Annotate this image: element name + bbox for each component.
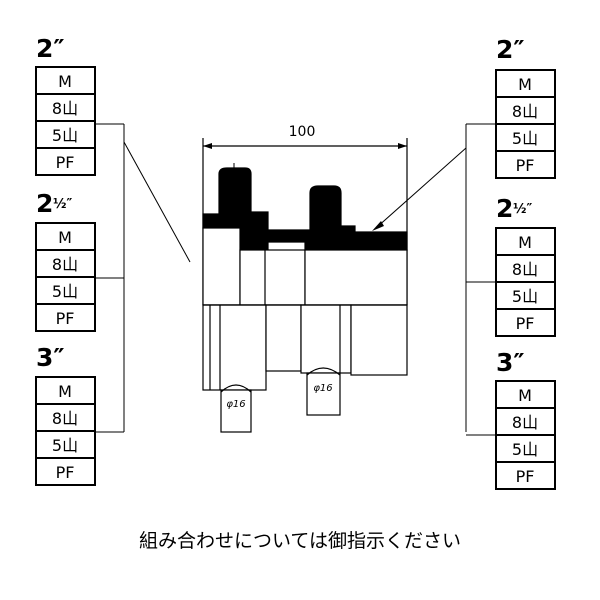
pipe-fitting <box>202 138 408 433</box>
left-size-label-2-half-fraction: ½″ <box>53 197 72 212</box>
right-size-label-2-half-fraction: ½″ <box>513 202 532 217</box>
left-size-label-2in: 2″ <box>36 34 65 63</box>
svg-text:PF: PF <box>56 463 75 482</box>
svg-text:5山: 5山 <box>512 129 538 148</box>
svg-text:5山: 5山 <box>52 282 78 301</box>
svg-text:8山: 8山 <box>512 413 538 432</box>
right-option-box-8yama[interactable]: 8山 <box>495 407 556 436</box>
left-option-box-pf[interactable]: PF <box>35 303 96 332</box>
svg-text:PF: PF <box>516 314 535 333</box>
right-bracket <box>375 123 496 436</box>
right-size-label-3in: 3″ <box>496 348 525 377</box>
right-option-box-pf[interactable]: PF <box>495 461 556 490</box>
right-option-box-8yama[interactable]: 8山 <box>495 96 556 125</box>
svg-text:8山: 8山 <box>52 409 78 428</box>
right-option-box-m[interactable]: M <box>495 380 556 409</box>
left-option-box-5yama[interactable]: 5山 <box>35 276 96 305</box>
right-option-box-8yama[interactable]: 8山 <box>495 254 556 283</box>
svg-text:M: M <box>58 72 72 91</box>
diameter-left-label: φ16 <box>226 399 245 410</box>
left-option-box-8yama[interactable]: 8山 <box>35 93 96 122</box>
right-size-label-2-half-whole: 2 <box>496 194 513 223</box>
svg-text:PF: PF <box>56 153 75 172</box>
right-option-box-pf[interactable]: PF <box>495 150 556 179</box>
svg-text:M: M <box>518 233 532 252</box>
left-bracket <box>95 123 191 433</box>
svg-text:8山: 8山 <box>512 102 538 121</box>
left-option-box-m[interactable]: M <box>35 66 96 95</box>
right-option-box-m[interactable]: M <box>495 227 556 256</box>
svg-text:M: M <box>518 75 532 94</box>
svg-text:8山: 8山 <box>52 255 78 274</box>
svg-text:M: M <box>58 382 72 401</box>
svg-text:M: M <box>518 386 532 405</box>
right-size-label-2in: 2″ <box>496 35 525 64</box>
left-option-box-5yama[interactable]: 5山 <box>35 120 96 149</box>
left-size-label-2-half-whole: 2 <box>36 189 53 218</box>
svg-text:PF: PF <box>516 467 535 486</box>
svg-text:5山: 5山 <box>512 440 538 459</box>
left-size-label-3in: 3″ <box>36 343 65 372</box>
left-option-box-8yama[interactable]: 8山 <box>35 403 96 432</box>
svg-text:PF: PF <box>56 309 75 328</box>
right-option-box-m[interactable]: M <box>495 69 556 98</box>
svg-text:5山: 5山 <box>52 436 78 455</box>
left-option-box-pf[interactable]: PF <box>35 457 96 486</box>
svg-text:M: M <box>58 228 72 247</box>
svg-text:PF: PF <box>516 156 535 175</box>
svg-text:8山: 8山 <box>512 260 538 279</box>
diameter-right-label: φ16 <box>313 383 332 394</box>
left-option-box-m[interactable]: M <box>35 222 96 251</box>
dimension-width-label: 100 <box>289 124 316 140</box>
left-option-box-5yama[interactable]: 5山 <box>35 430 96 459</box>
svg-text:5山: 5山 <box>512 287 538 306</box>
instruction-caption: 組み合わせについては御指示ください <box>138 530 462 552</box>
left-option-box-8yama[interactable]: 8山 <box>35 249 96 278</box>
left-option-box-pf[interactable]: PF <box>35 147 96 176</box>
right-option-box-5yama[interactable]: 5山 <box>495 281 556 310</box>
right-leader-arrowhead <box>372 221 384 231</box>
right-option-box-5yama[interactable]: 5山 <box>495 434 556 463</box>
svg-text:8山: 8山 <box>52 99 78 118</box>
left-option-box-m[interactable]: M <box>35 376 96 405</box>
right-option-box-pf[interactable]: PF <box>495 308 556 337</box>
right-option-box-5yama[interactable]: 5山 <box>495 123 556 152</box>
svg-text:5山: 5山 <box>52 126 78 145</box>
